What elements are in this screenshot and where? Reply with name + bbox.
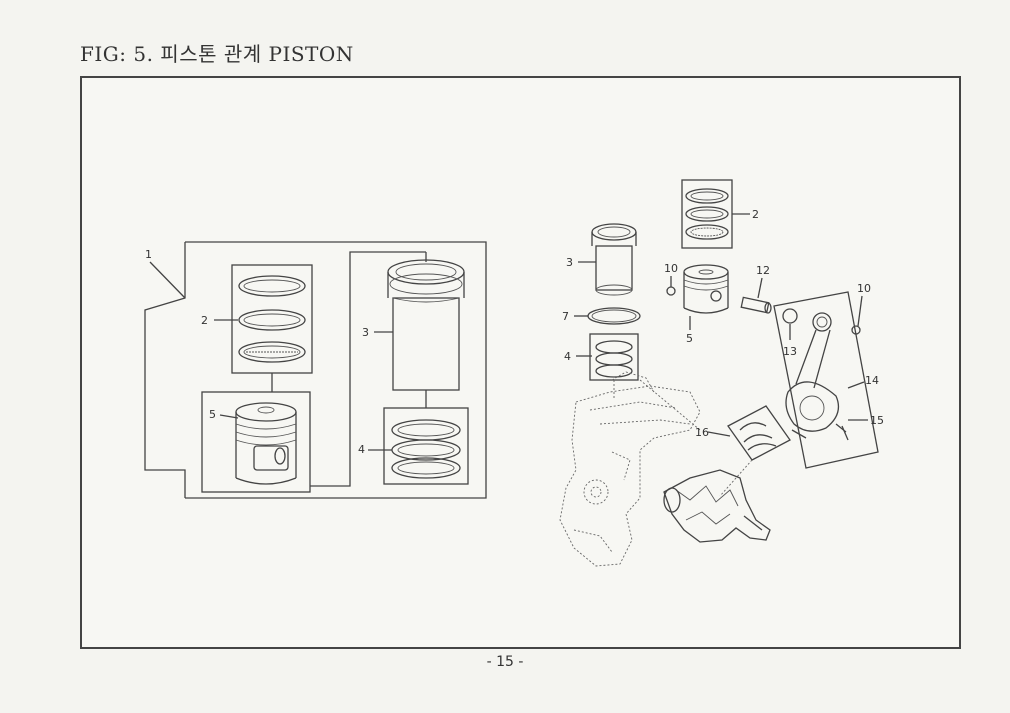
cylinder-liner-right [591,223,637,296]
page-title: FIG: 5. 피스톤 관계 PISTON [80,42,354,66]
connecting-rod [782,308,849,441]
label-r13: 13 [783,345,797,358]
engine-block [559,371,701,567]
right-labels: 2 3 4 5 7 10 10 12 13 14 15 16 [562,208,884,439]
cylinder-liner [387,259,465,391]
leader-1 [149,261,186,299]
liner-seals-box [383,407,469,485]
label-r10a: 10 [664,262,678,275]
label-5: 5 [209,408,216,421]
label-r14: 14 [865,374,879,387]
label-3: 3 [362,326,369,339]
label-r15: 15 [870,414,884,427]
page-number: - 15 - [486,654,524,670]
piston-pin [740,296,772,314]
piston [235,402,297,485]
label-r4: 4 [564,350,571,363]
crank-bearings [739,422,777,451]
ring-set-box-right [681,179,733,249]
connecting-rod-box [773,291,879,469]
left-labels: 1 2 3 4 5 [145,248,369,456]
piston-rings [238,275,306,363]
label-r7: 7 [562,310,569,323]
right-exploded-view [559,179,879,567]
liner-seals [391,419,461,479]
label-r5: 5 [686,332,693,345]
label-4: 4 [358,443,365,456]
label-r12: 12 [756,264,770,277]
bearing-box [727,405,791,461]
piston-box [201,391,311,493]
left-assembly-group [144,241,487,499]
label-2: 2 [201,314,208,327]
circlip-left [666,286,676,296]
piston-rings-right [685,188,729,240]
diagram-frame [80,76,961,649]
label-r2: 2 [752,208,759,221]
crankshaft [663,469,771,543]
label-r10b: 10 [857,282,871,295]
piston-right [683,264,729,314]
label-r3: 3 [566,256,573,269]
label-1: 1 [145,248,152,261]
label-r16: 16 [695,426,709,439]
